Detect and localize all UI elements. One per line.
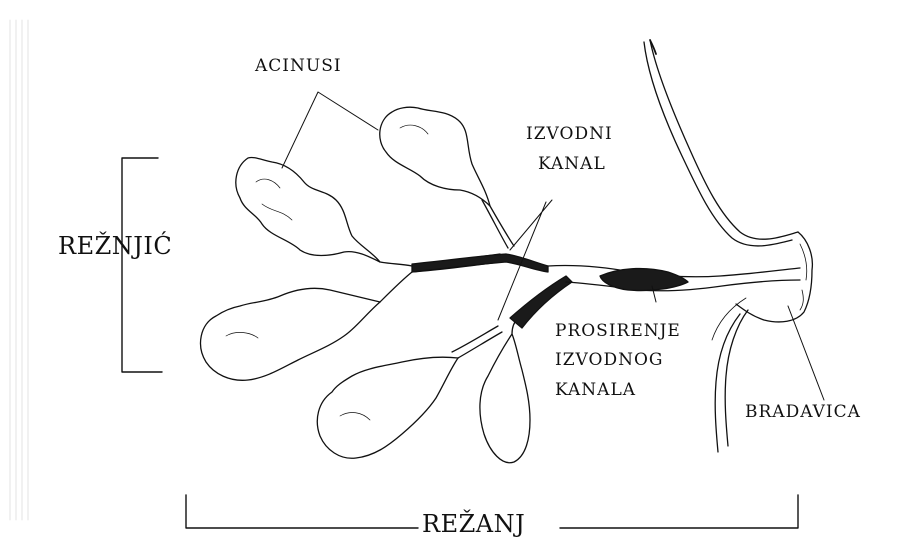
acinus-upper-middle (380, 107, 490, 206)
acinus-left-middle (201, 288, 380, 380)
label-prosirenje-line3: KANALA (555, 382, 636, 399)
skin-outline-lower (725, 310, 748, 446)
label-prosirenje-line2: IZVODNOG (555, 352, 663, 369)
label-izvodni-kanal-line1: IZVODNI (526, 126, 613, 143)
acinus-upper-left (236, 157, 380, 262)
edge-texture (10, 20, 28, 520)
reznjic-bracket (122, 158, 162, 372)
label-bradavica: BRADAVICA (745, 404, 861, 421)
acinusi-leader (282, 92, 378, 168)
bradavica-leader (788, 306, 824, 400)
label-prosirenje-line1: PROSIRENJE (555, 323, 681, 340)
skin-outline-upper (650, 40, 798, 239)
label-reznaj: REŽANJ (422, 512, 525, 536)
duct-branch-upper (412, 254, 548, 272)
acinus-lower-middle (480, 334, 530, 463)
acinus-lower-left (317, 357, 458, 458)
label-reznjic: REŽNJIĆ (58, 234, 172, 258)
label-acinusi: ACINUSI (255, 58, 342, 75)
label-izvodni-kanal-line2: KANAL (538, 156, 606, 173)
